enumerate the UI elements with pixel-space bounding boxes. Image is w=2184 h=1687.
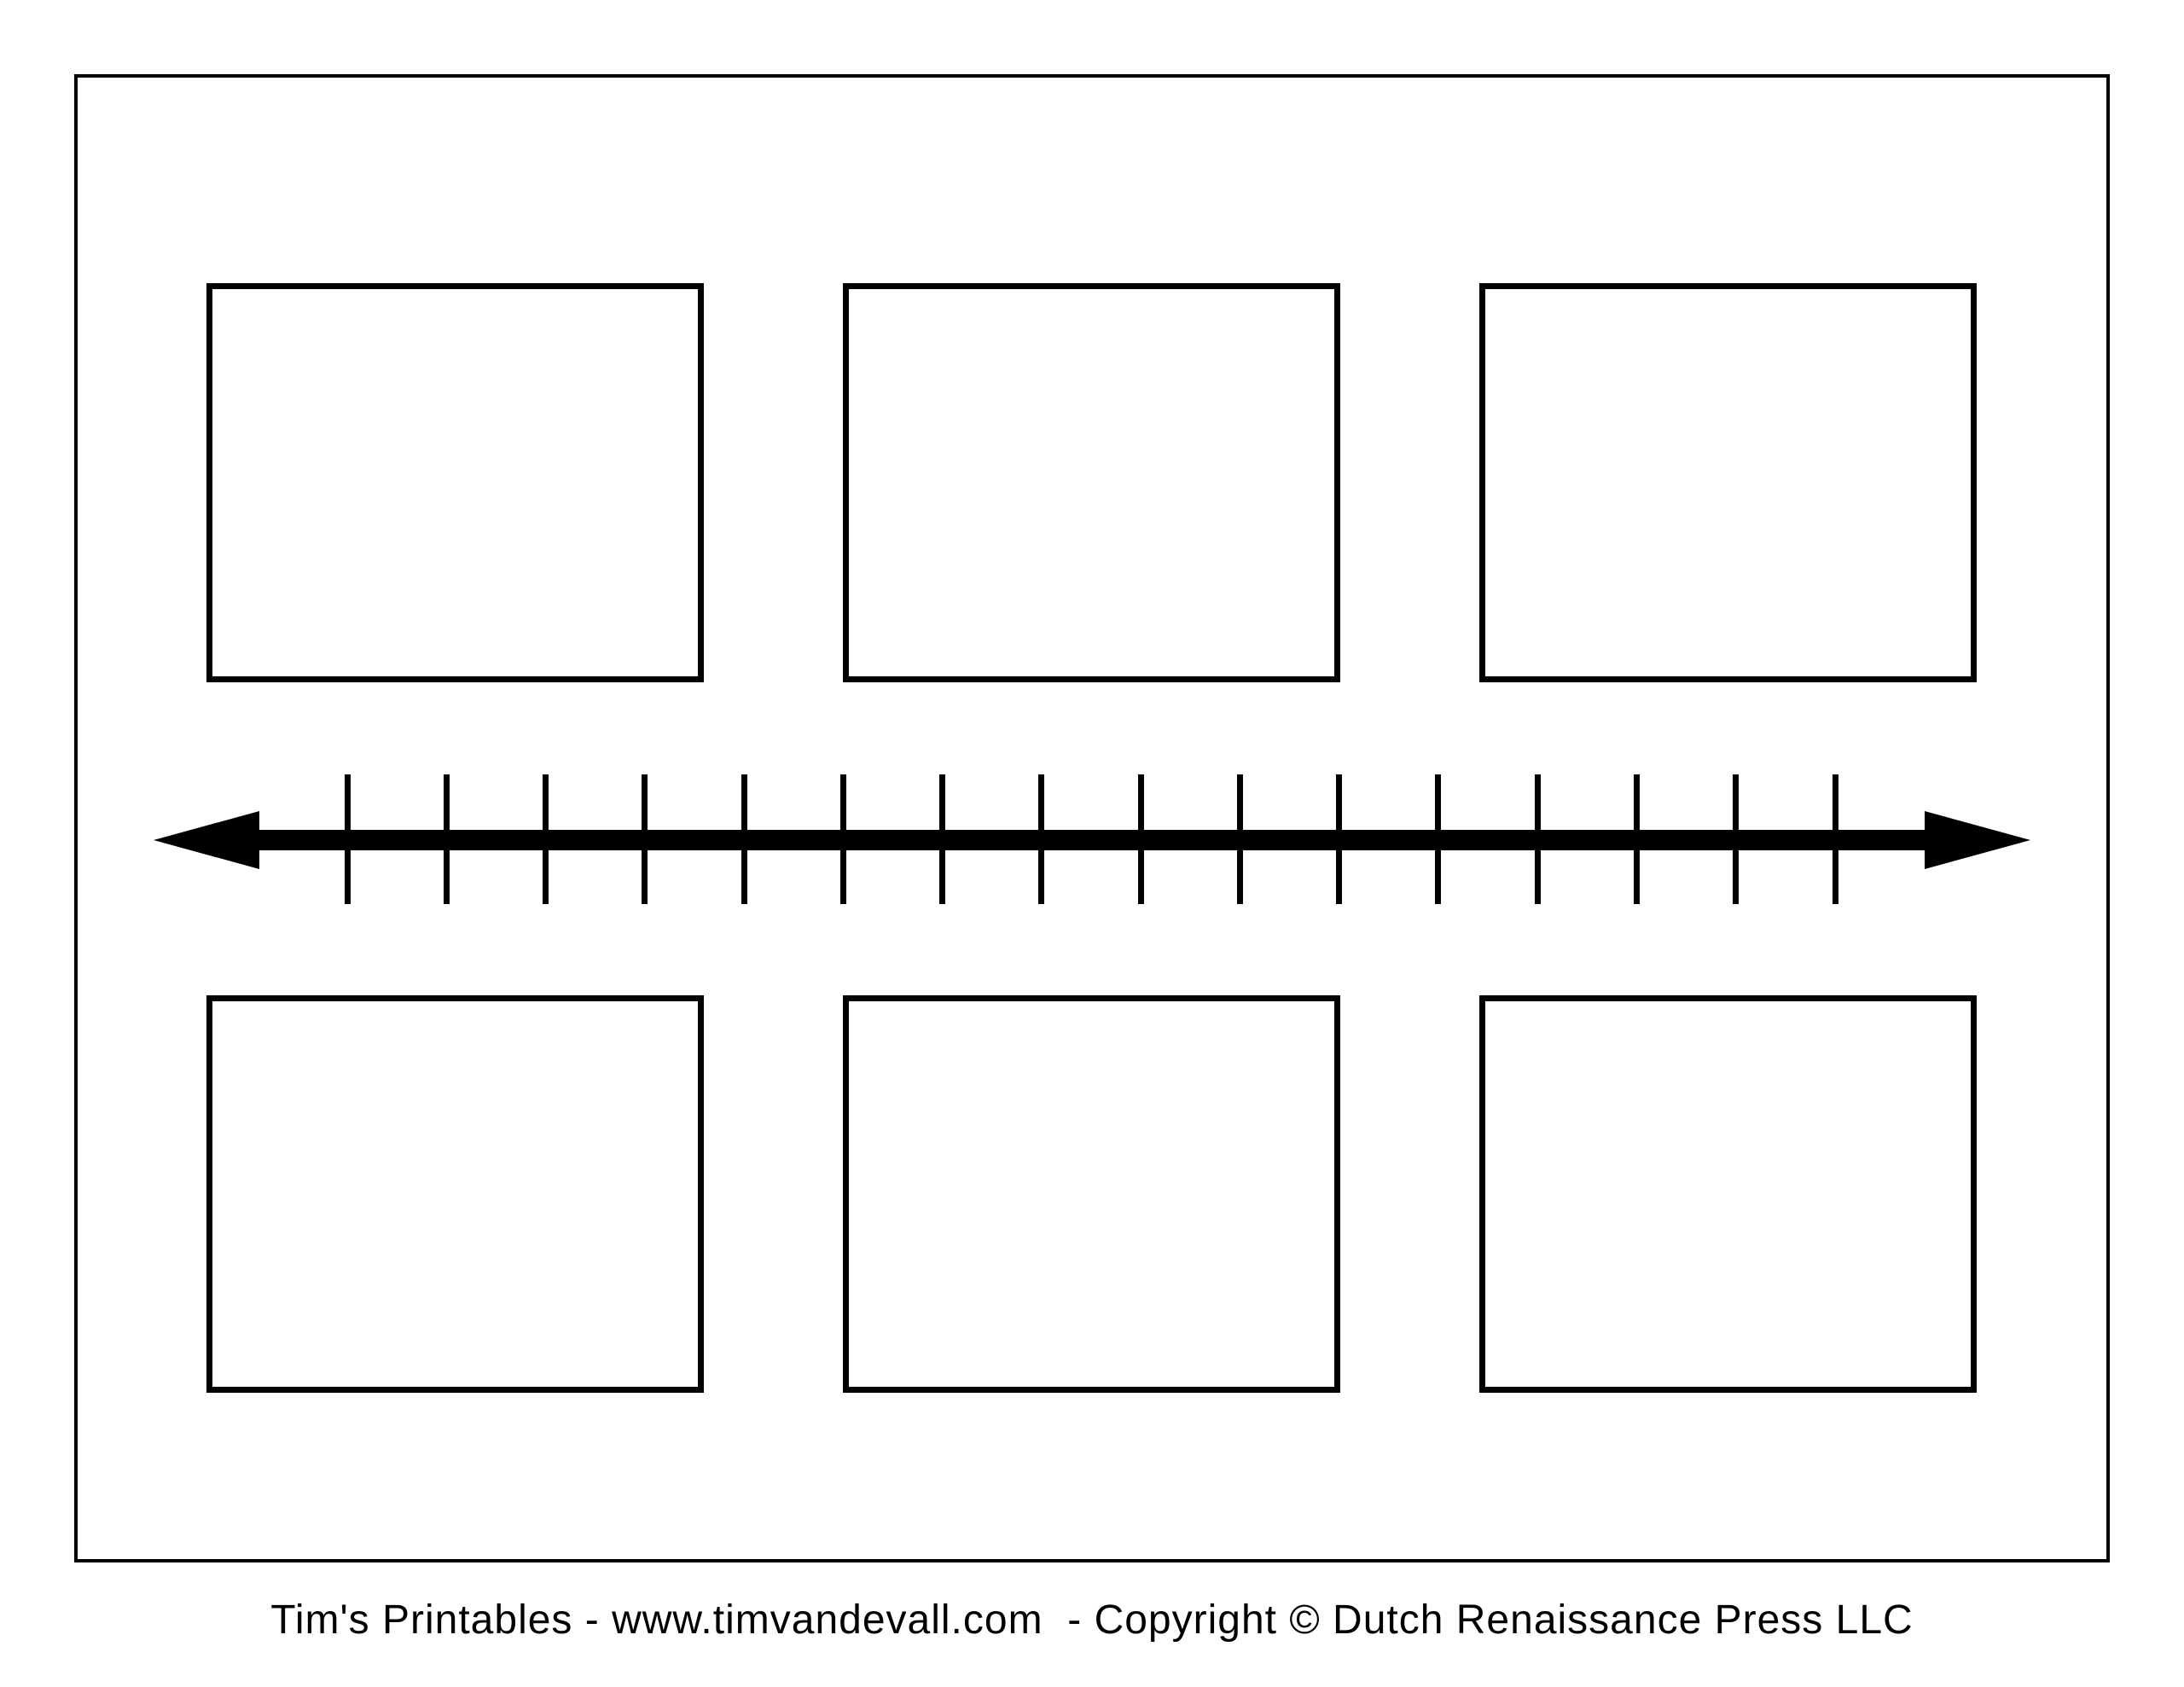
timeline-tick-mark (1137, 774, 1144, 904)
timeline-tick-mark (1634, 774, 1640, 904)
timeline-tick-mark (741, 774, 747, 904)
footer-credit: Tim's Printables - www.timvandevall.com … (270, 1597, 1914, 1643)
event-box-bottom-2 (843, 995, 1340, 1393)
timeline-tick-mark (1336, 774, 1343, 904)
event-box-bottom-1 (206, 995, 704, 1393)
event-box-bottom-3 (1479, 995, 1977, 1393)
timeline-tick-mark (543, 774, 549, 904)
timeline-tick-mark (839, 774, 846, 904)
timeline-tick-mark (642, 774, 648, 904)
timeline-tick-mark (344, 774, 351, 904)
timeline-tick-mark (1534, 774, 1541, 904)
event-box-top-2 (843, 283, 1340, 682)
timeline-arrowhead-left-icon (154, 811, 259, 869)
timeline-arrowhead-right-icon (1925, 811, 2030, 869)
timeline-tick-mark (1832, 774, 1838, 904)
timeline-tick-mark (939, 774, 946, 904)
timeline-tick-mark (1435, 774, 1442, 904)
event-box-top-3 (1479, 283, 1977, 682)
timeline-tick-mark (1038, 774, 1045, 904)
timeline-tick-mark (1733, 774, 1740, 904)
event-box-top-1 (206, 283, 704, 682)
timeline-tick-mark (443, 774, 450, 904)
timeline-tick-mark (1236, 774, 1243, 904)
timeline-shaft (247, 830, 1937, 850)
